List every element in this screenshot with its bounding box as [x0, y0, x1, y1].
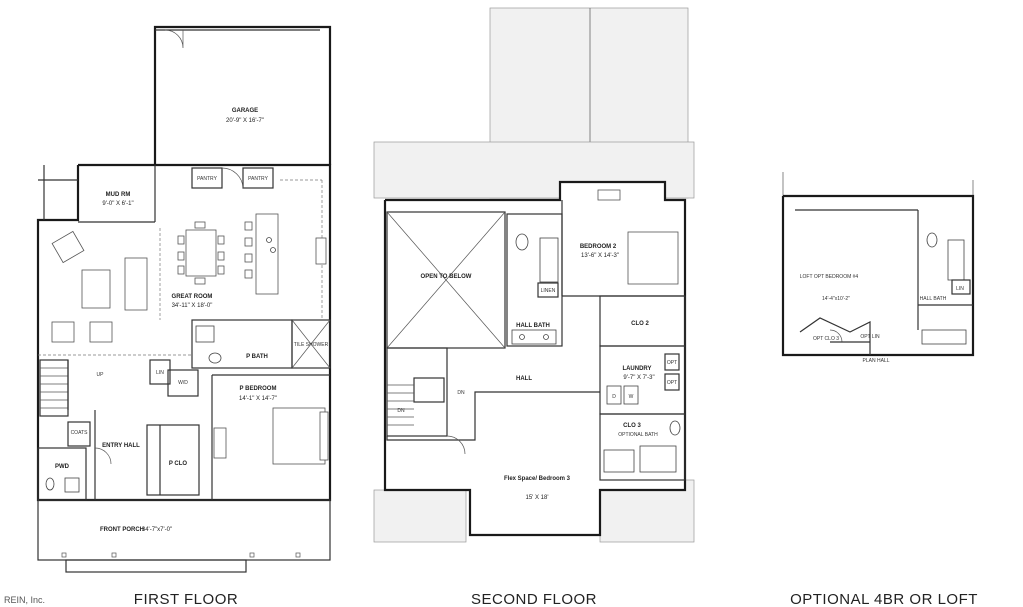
- washer-dryer-label: W/D: [178, 380, 188, 386]
- optional-loft-plan: LOFT OPT BEDROOM #4 14'-4"x10'-2" LIN HA…: [781, 172, 975, 364]
- p-closet-label: P CLO: [169, 461, 188, 467]
- open-to-below-label: OPEN TO BELOW: [421, 274, 472, 280]
- mud-room-dimensions: 9'-0" X 6'-1": [102, 201, 133, 207]
- laundry-dimensions: 9'-7" X 7'-3": [623, 375, 654, 381]
- hall-bath-label: HALL BATH: [516, 323, 550, 329]
- bedroom-2-label: BEDROOM 2: [580, 244, 617, 250]
- watermark: REIN, Inc.: [4, 595, 45, 605]
- great-room-label: GREAT ROOM: [172, 294, 213, 300]
- washer-label: W: [629, 394, 634, 400]
- second-floor-caption: SECOND FLOOR: [471, 591, 597, 607]
- dryer-label: D: [612, 394, 616, 400]
- first-floor-caption: FIRST FLOOR: [134, 591, 238, 607]
- optional-linen-label: OPT LIN: [860, 334, 880, 340]
- great-room-dimensions: 34'-11" X 18'-0": [172, 303, 213, 309]
- stairs-down-label: DN: [397, 408, 405, 414]
- tile-shower-label: TILE SHOWER: [294, 342, 329, 348]
- hall-label: HALL: [516, 376, 532, 382]
- flex-space-dimensions: 15' X 18': [526, 495, 549, 501]
- p-bath-label: P BATH: [246, 354, 268, 360]
- linen-label: LIN: [956, 286, 964, 292]
- plan-hall-label: PLAN HALL: [863, 358, 890, 364]
- stairs-down-label: DN: [457, 390, 465, 396]
- linen-label: LIN: [156, 370, 164, 376]
- front-porch-dimensions: 34'-7"x7'-0": [142, 527, 172, 533]
- p-bedroom-label: P BEDROOM: [240, 386, 277, 392]
- closet-3-label: CLO 3: [623, 423, 641, 429]
- p-bedroom-dimensions: 14'-1" X 14'-7": [239, 396, 277, 402]
- loft-bedroom-label: LOFT OPT BEDROOM #4: [800, 274, 859, 280]
- entry-hall-label: ENTRY HALL: [102, 443, 140, 449]
- stairs-up-label: UP: [97, 372, 105, 378]
- linen-label: LINEN: [541, 288, 556, 294]
- first-floor-plan: GARAGE 20'-9" X 16'-7" PANTRY PANTRY MUD…: [36, 25, 332, 573]
- optional-closet-3-label: OPT CLO 3: [813, 336, 839, 342]
- bedroom-2-dimensions: 13'-6" X 14'-3": [581, 253, 619, 259]
- loft-bedroom-dimensions: 14'-4"x10'-2": [822, 296, 850, 302]
- mud-room-label: MUD RM: [106, 192, 131, 198]
- closet-2-label: CLO 2: [631, 321, 649, 327]
- flex-space-label: Flex Space/ Bedroom 3: [504, 476, 571, 482]
- coats-label: COATS: [71, 430, 89, 436]
- optional-floor-caption: OPTIONAL 4BR OR LOFT: [790, 591, 978, 607]
- second-floor-plan: OPEN TO BELOW BEDROOM 2 13'-6" X 14'-3" …: [373, 7, 695, 543]
- front-porch-label: FRONT PORCH: [100, 527, 144, 533]
- garage-dimensions: 20'-9" X 16'-7": [226, 118, 264, 124]
- laundry-label: LAUNDRY: [622, 366, 651, 372]
- garage-label: GARAGE: [232, 108, 258, 114]
- pantry-label: PANTRY: [248, 176, 268, 182]
- optional-label: OPT: [667, 360, 677, 366]
- pantry-label: PANTRY: [197, 176, 217, 182]
- optional-label: OPT: [667, 380, 677, 386]
- powder-room-label: PWD: [55, 464, 70, 470]
- hall-bath-label: HALL BATH: [920, 296, 947, 302]
- optional-bath-label: OPTIONAL BATH: [618, 432, 658, 438]
